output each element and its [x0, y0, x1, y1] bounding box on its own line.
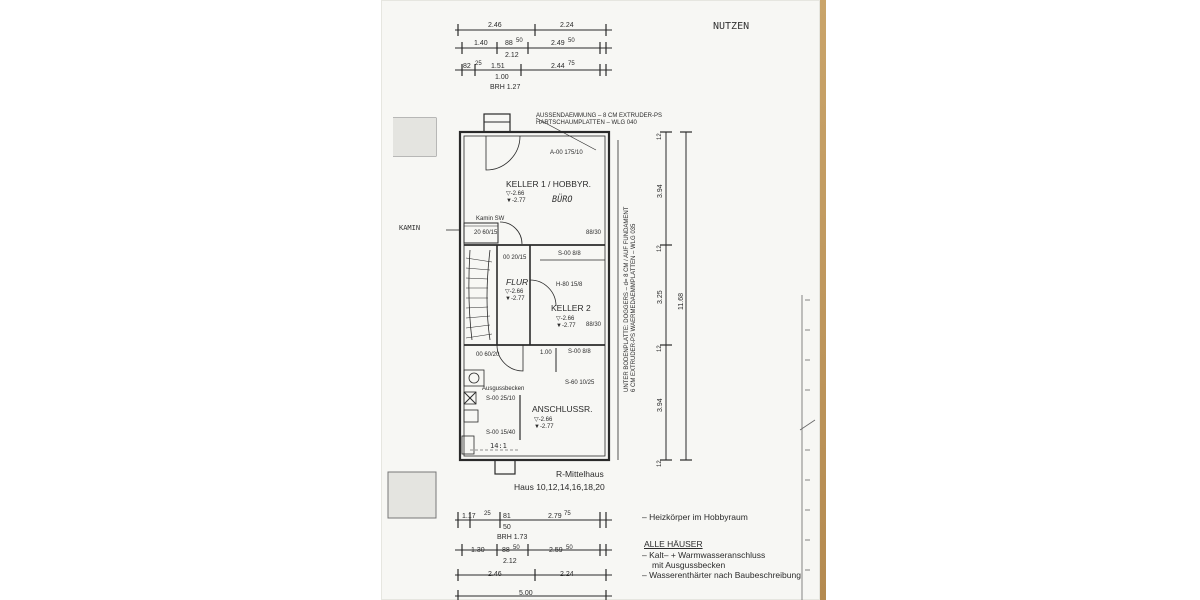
right-dim-2: 3.94 — [657, 184, 664, 198]
bottom-dim-8: 88 — [502, 547, 510, 554]
room-keller1-level2: ▼-2.77 — [506, 198, 526, 204]
note-title: ALLE HÄUSER — [644, 539, 703, 549]
small-label-10: S-60 10/25 — [565, 380, 595, 386]
top-dim-11: 1.51 — [491, 63, 505, 70]
room-keller1-label: KELLER 1 / HOBBYR. — [506, 179, 592, 189]
small-label-2: 00 20/15 — [503, 255, 527, 261]
room-keller2-level2: ▼-2.77 — [556, 323, 576, 329]
kamin-margin-note: KAMIN — [399, 224, 421, 232]
bottom-dim-12: 2.12 — [503, 558, 517, 565]
top-dim-8: 2.12 — [505, 52, 519, 59]
note-heater: – Heizkörper im Hobbyraum — [642, 512, 748, 522]
small-label-1: 20 60/15 — [474, 230, 498, 236]
small-label-12: S-00 15/40 — [486, 430, 516, 436]
room-anschluss-level1: ▽-2.66 — [534, 417, 553, 423]
right-dim-7: 12 — [657, 460, 663, 467]
bottom-dim-4: 2.79 — [548, 513, 562, 520]
room-anschluss-level2: ▼-2.77 — [534, 424, 554, 430]
room-flur-label: FLUR — [506, 277, 529, 287]
vertical-note-2: 6 CM EXTRUDER-PS WAERMEDAEMMPLATTEN – WL… — [631, 223, 637, 392]
top-dim-5: 50 — [516, 38, 523, 44]
scanned-plan-page — [381, 0, 820, 600]
caption-line2: Haus 10,12,14,16,18,20 — [514, 482, 605, 492]
small-label-9: S-00 8/8 — [568, 349, 591, 355]
top-dim-7: 50 — [568, 38, 575, 44]
small-label-11: S-00 25/10 — [486, 396, 516, 402]
note-item-1: – Kalt– + Warmwasseranschluss — [642, 550, 766, 560]
insulation-note-1: AUSSENDAEMMUNG – 8 CM EXTRUDER-PS — [536, 113, 663, 119]
room-keller1-note: BÜRO — [552, 195, 573, 205]
right-dim-3: 12 — [657, 245, 663, 252]
top-dim-14: 1.00 — [495, 74, 509, 81]
top-dim-brh: BRH 1.27 — [490, 84, 521, 91]
small-label-4: S-00 8/8 — [558, 251, 581, 257]
room-anschluss-label: ANSCHLUSSR. — [532, 404, 593, 414]
caption-line1: R-Mittelhaus — [556, 469, 604, 479]
window-note: A-00 175/10 — [550, 150, 583, 156]
vertical-note-1: UNTER BODENPLATTE: DOGGERS – d= 8 CM / A… — [624, 206, 630, 392]
nutzen-note: NUTZEN — [713, 21, 750, 32]
top-dim-3: 1.40 — [474, 40, 488, 47]
room-keller2-label: KELLER 2 — [551, 303, 591, 313]
room-flur-level1: ▽-2.66 — [505, 289, 524, 295]
insulation-note-2: HARTSCHAUMPLATTEN – WLG 040 — [536, 120, 637, 126]
room-keller1-level1: ▽-2.66 — [506, 191, 525, 197]
bottom-dim-2: 25 — [484, 511, 491, 517]
small-label-7: 00 60/20 — [476, 352, 500, 358]
top-dim-4: 88 — [505, 40, 513, 47]
kamin-label: Kamin SW — [476, 216, 505, 222]
bottom-dim-5: 75 — [564, 511, 571, 517]
note-item-3: – Wasserenthärter nach Baubeschreibung — [642, 570, 801, 580]
bottom-dim-11: 50 — [566, 545, 573, 551]
ausguss-label: Ausgussbecken — [482, 386, 525, 392]
right-dim-1: 12 — [657, 133, 663, 140]
bottom-dim-brh: BRH 1.73 — [497, 534, 528, 541]
small-label-5: H-80 15/8 — [556, 282, 583, 288]
right-dim-total: 11.68 — [678, 293, 685, 310]
bottom-dim-3: 81 — [503, 513, 511, 520]
small-label-13: 14:1 — [490, 442, 507, 450]
top-dim-1: 2.46 — [488, 22, 502, 29]
top-dim-6: 2.49 — [551, 40, 565, 47]
top-dim-12: 2.44 — [551, 63, 565, 70]
top-dim-13: 75 — [568, 61, 575, 67]
bottom-dim-7: 1.30 — [471, 547, 485, 554]
bottom-dim-10: 2.59 — [549, 547, 563, 554]
room-keller2-level1: ▽-2.66 — [556, 316, 575, 322]
small-label-8: 1.00 — [540, 350, 552, 356]
note-item-2: mit Ausgussbecken — [652, 560, 726, 570]
bottom-dim-15: 5.00 — [519, 590, 533, 597]
bottom-dim-13: 2.46 — [488, 571, 502, 578]
room-flur-level2: ▼-2.77 — [505, 296, 525, 302]
right-dim-4: 3.25 — [657, 290, 664, 304]
bottom-dim-6: 50 — [503, 524, 511, 531]
bottom-dim-9: 50 — [513, 545, 520, 551]
small-label-3: 88/30 — [586, 230, 602, 236]
top-dim-9: 82 — [463, 63, 471, 70]
right-dim-5: 12 — [657, 345, 663, 352]
bottom-dim-14: 2.24 — [560, 571, 574, 578]
right-dim-6: 3.94 — [657, 398, 664, 412]
small-label-6: 88/30 — [586, 322, 602, 328]
table-edge — [820, 0, 826, 600]
bottom-dim-1: 1.17 — [462, 513, 476, 520]
top-dim-10: 25 — [475, 61, 482, 67]
top-dim-2: 2.24 — [560, 22, 574, 29]
